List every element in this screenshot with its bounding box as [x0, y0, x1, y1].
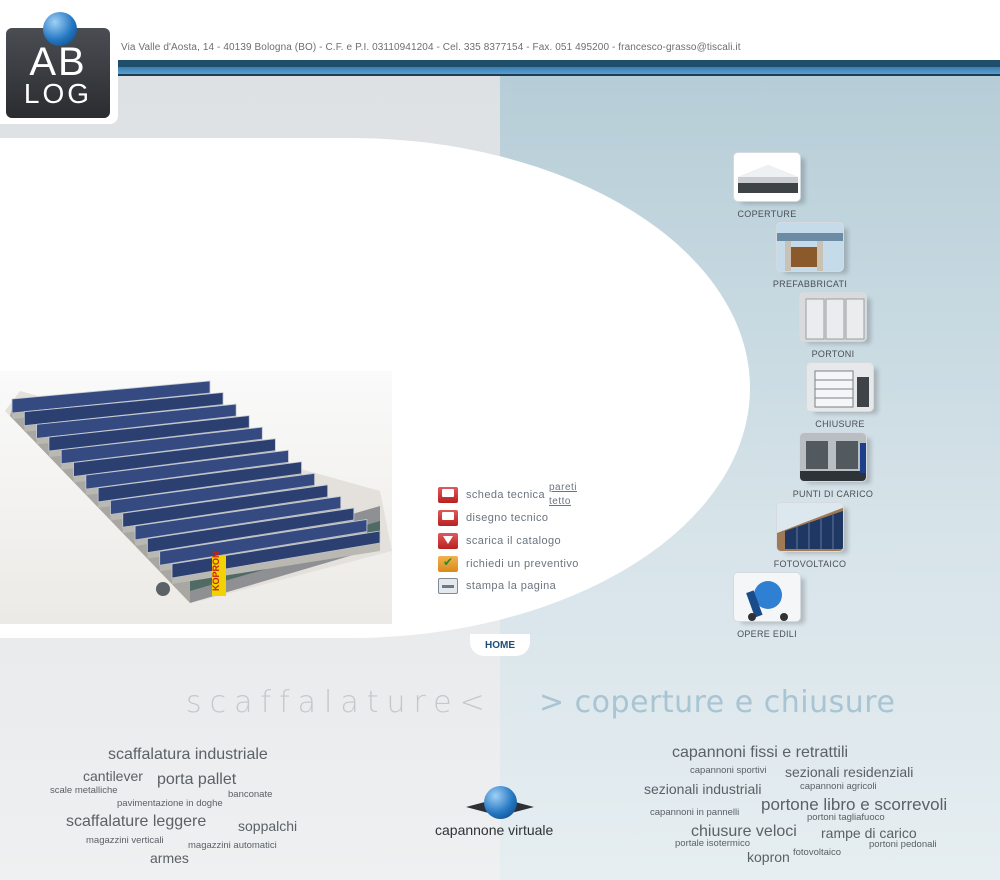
- roof-panel-row: [23, 392, 224, 427]
- tag-link[interactable]: capannoni agricoli: [800, 781, 877, 792]
- tag-link[interactable]: banconate: [228, 789, 273, 800]
- category-label: COPERTURE: [737, 209, 797, 219]
- download-icon: [438, 533, 458, 549]
- action-stampa-pagina[interactable]: stampa la pagina: [438, 577, 556, 595]
- tag-link[interactable]: portale isotermico: [675, 838, 750, 849]
- nav-fotovoltaico[interactable]: FOTOVOLTAICO: [755, 502, 865, 569]
- punti-di-carico-thumbnail: [799, 432, 867, 482]
- logo-text-top: AB: [29, 40, 87, 84]
- roof-panel-row: [110, 472, 316, 515]
- opere-edili-thumbnail: [733, 572, 801, 622]
- tag-link[interactable]: armes: [150, 850, 189, 866]
- tag-link[interactable]: portoni pedonali: [869, 839, 937, 850]
- link-pareti[interactable]: pareti: [549, 482, 578, 493]
- virtual-warehouse-link[interactable]: capannone virtuale: [435, 822, 554, 838]
- drawing-icon: [438, 510, 458, 526]
- category-label: PREFABBRICATI: [772, 279, 848, 289]
- portoni-thumbnail: [799, 292, 867, 342]
- tag-link[interactable]: pavimentazione in doghe: [117, 798, 223, 809]
- warehouse-illustration: KOPRON: [5, 380, 392, 603]
- tag-link[interactable]: magazzini automatici: [188, 840, 277, 851]
- action-scheda-tecnica[interactable]: scheda tecnica: [438, 486, 545, 504]
- action-label: scarica il catalogo: [466, 535, 562, 547]
- tag-link[interactable]: capannoni fissi e retrattili: [672, 744, 849, 761]
- home-link[interactable]: HOME: [485, 640, 515, 651]
- tag-link[interactable]: rampe di carico: [821, 825, 917, 841]
- action-disegno-tecnico[interactable]: disegno tecnico: [438, 509, 548, 527]
- chiusure-thumbnail: [806, 362, 874, 412]
- tag-link[interactable]: fotovoltaico: [793, 847, 842, 858]
- section-title-scaffalature[interactable]: scaffalature<: [186, 685, 493, 720]
- section-title-coperture-chiusure[interactable]: > coperture e chiusure: [539, 685, 896, 720]
- link-tetto[interactable]: tetto: [549, 496, 571, 507]
- tag-link[interactable]: capannoni sportivi: [690, 765, 767, 776]
- nav-prefabbricati[interactable]: PREFABBRICATI: [755, 222, 865, 289]
- logo-text-bottom: LOG: [23, 78, 93, 109]
- category-label: PUNTI DI CARICO: [792, 489, 874, 499]
- nav-coperture[interactable]: COPERTURE: [712, 152, 822, 219]
- tag-link[interactable]: chiusure veloci: [691, 823, 797, 840]
- tag-link[interactable]: scaffalature leggere: [66, 813, 207, 830]
- category-label: OPERE EDILI: [737, 629, 797, 639]
- category-label: CHIUSURE: [815, 419, 865, 429]
- print-icon: [438, 578, 458, 594]
- product-sign-text: KOPRON: [211, 551, 221, 591]
- action-label: disegno tecnico: [466, 512, 549, 524]
- action-label: richiedi un preventivo: [466, 558, 579, 570]
- quote-check-icon: [438, 555, 458, 572]
- fotovoltaico-thumbnail: [776, 502, 844, 552]
- contact-info: Via Valle d'Aosta, 14 - 40139 Bologna (B…: [121, 42, 741, 53]
- tag-link[interactable]: cantilever: [83, 768, 143, 784]
- document-icon: [438, 487, 458, 503]
- roof-panel-row: [60, 426, 263, 465]
- virtual-sphere-icon[interactable]: [484, 786, 517, 819]
- header-bar-accent: [117, 67, 1000, 76]
- header-bar: [117, 60, 1000, 70]
- nav-opere-edili[interactable]: OPERE EDILI: [712, 572, 822, 639]
- action-label: stampa la pagina: [466, 580, 557, 592]
- tag-link[interactable]: magazzini verticali: [86, 835, 164, 846]
- home-tab[interactable]: HOME: [470, 634, 530, 656]
- tag-link[interactable]: portone libro e scorrevoli: [761, 795, 948, 814]
- tag-link[interactable]: porta pallet: [157, 771, 237, 788]
- roof-panel-row: [97, 461, 302, 503]
- prefabbricati-thumbnail: [776, 222, 844, 272]
- action-label: scheda tecnica: [466, 489, 545, 501]
- tag-link[interactable]: capannoni in pannelli: [650, 807, 740, 818]
- logo-sphere-icon: [43, 12, 77, 46]
- tag-link[interactable]: sezionali residenziali: [785, 764, 914, 780]
- category-label: PORTONI: [811, 349, 855, 359]
- action-richiedi-preventivo[interactable]: richiedi un preventivo: [438, 555, 579, 573]
- tag-link[interactable]: sezionali industriali: [644, 781, 762, 797]
- tag-link[interactable]: scaffalatura industriale: [108, 746, 268, 763]
- nav-chiusure[interactable]: CHIUSURE: [785, 362, 895, 429]
- tag-link[interactable]: soppalchi: [238, 818, 298, 834]
- coperture-thumbnail: [733, 152, 801, 202]
- product-image: KOPRON: [0, 371, 392, 624]
- category-label: FOTOVOLTAICO: [773, 559, 847, 569]
- nav-portoni[interactable]: PORTONI: [778, 292, 888, 359]
- nav-punti-di-carico[interactable]: PUNTI DI CARICO: [778, 432, 888, 499]
- action-scarica-catalogo[interactable]: scarica il catalogo: [438, 532, 561, 550]
- tag-link[interactable]: portoni tagliafuoco: [807, 812, 885, 823]
- tag-link[interactable]: kopron: [747, 849, 790, 865]
- tag-link[interactable]: scale metalliche: [50, 785, 118, 796]
